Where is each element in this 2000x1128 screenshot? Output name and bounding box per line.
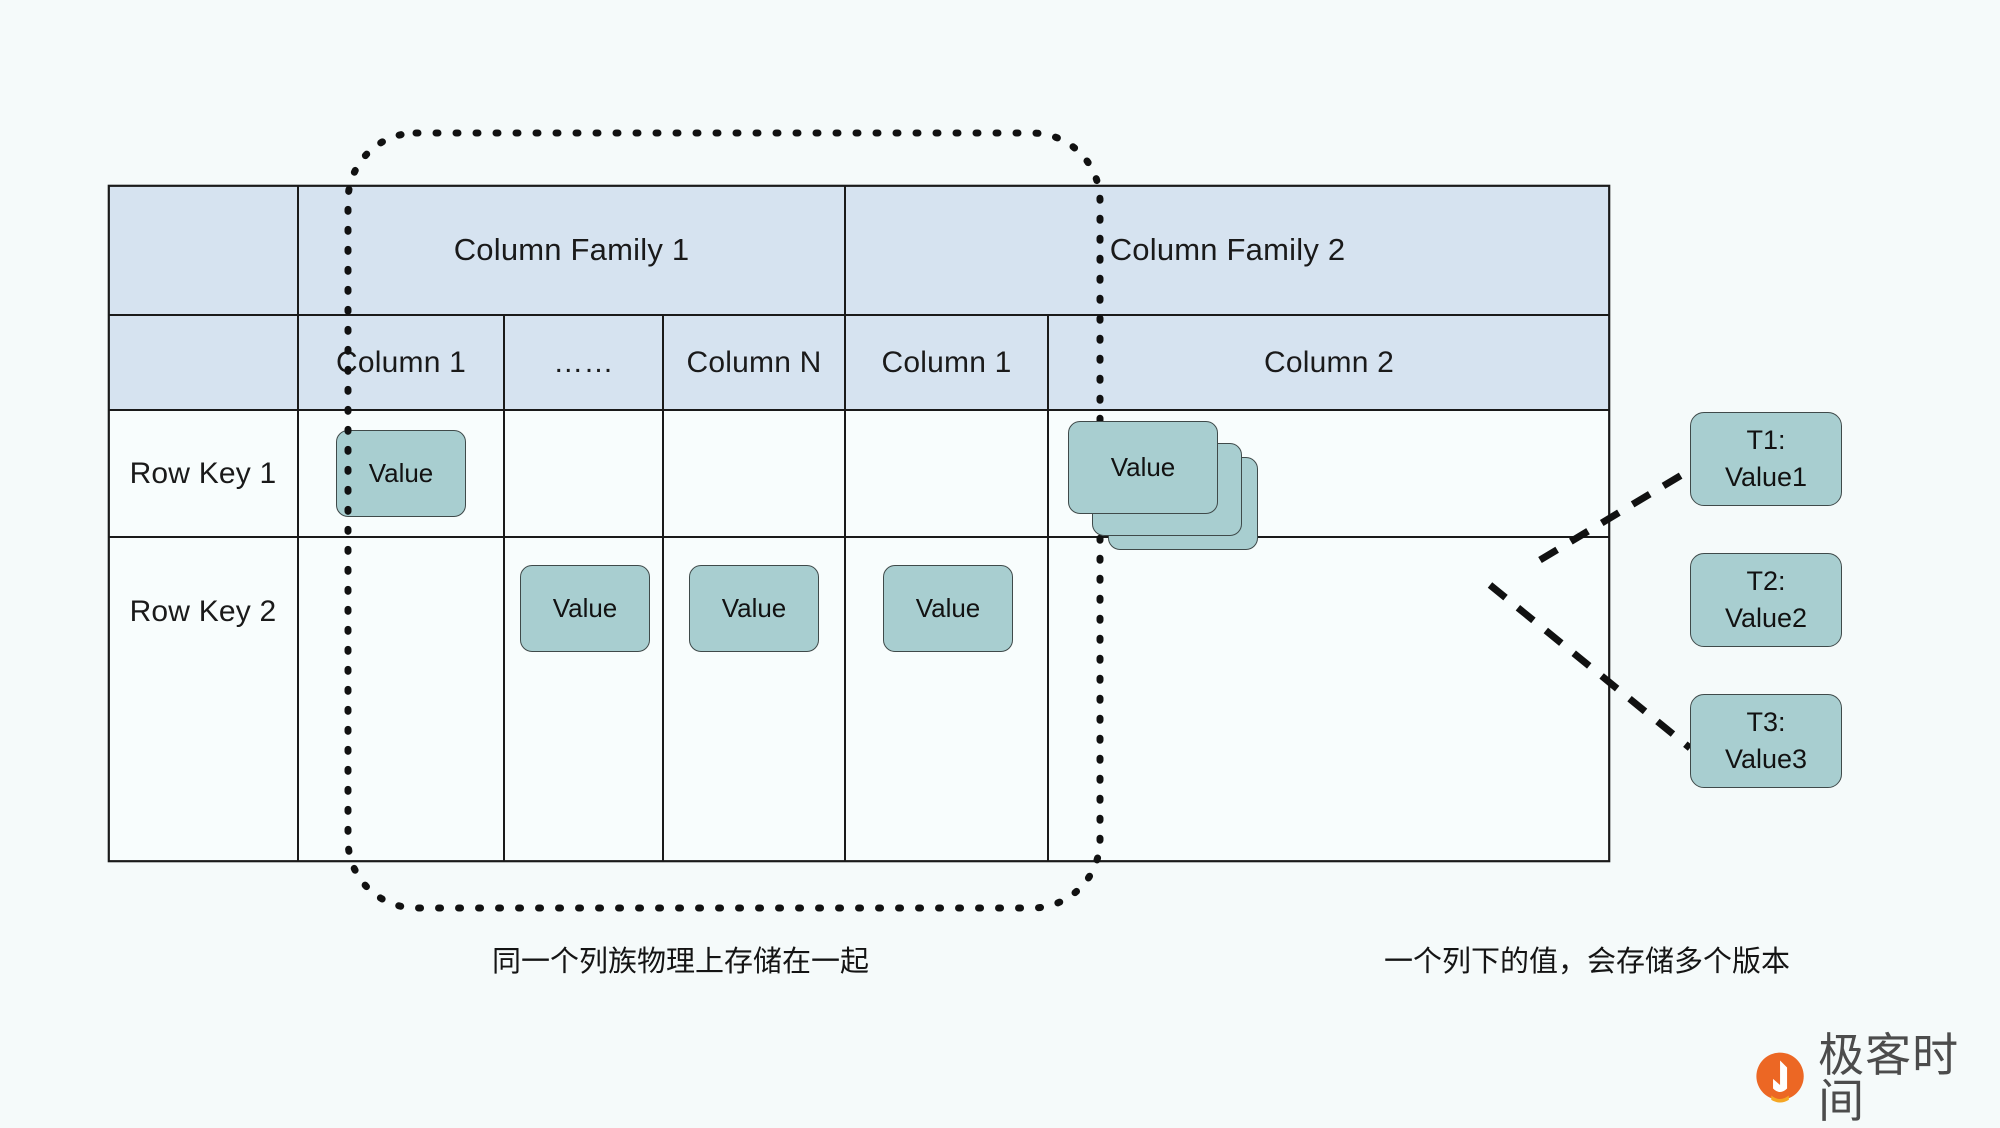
version-chip-t3-label: T3: — [1746, 706, 1786, 737]
value-chip-row2-cf2-col1[interactable]: Value — [883, 565, 1013, 652]
versions-caption: 一个列下的值，会存储多个版本 — [1384, 944, 1791, 978]
version-chip-t3-value: Value3 — [1724, 744, 1808, 774]
version-connector-t1 — [1538, 466, 1692, 564]
brand-name: 极客时间 — [1818, 1028, 1960, 1128]
version-connector-t3 — [1487, 582, 1693, 751]
brand-logo: 极客时间 — [1752, 1032, 2000, 1124]
value-chip-row2-cf1-ellipsis[interactable]: Value — [520, 565, 650, 652]
value-chip-row1-cf1-col1[interactable]: Value — [336, 430, 466, 517]
version-chip-t1-value: Value1 — [1724, 462, 1808, 492]
column-family-group-caption: 同一个列族物理上存储在一起 — [492, 944, 870, 978]
version-chip-t1-label: T1: — [1746, 424, 1786, 455]
column-family-1-group-outline — [344, 129, 1104, 912]
version-chip-t3[interactable]: T3: Value3 — [1690, 694, 1842, 788]
version-chip-t2-value: Value2 — [1724, 603, 1808, 633]
geekbang-logo-icon — [1756, 1052, 1804, 1103]
value-chip-row1-cf2-col2-version1[interactable]: Value — [1068, 421, 1218, 514]
version-chip-t1[interactable]: T1: Value1 — [1690, 412, 1842, 506]
version-chip-t2-label: T2: — [1746, 565, 1786, 596]
value-chip-row2-cf1-coln[interactable]: Value — [689, 565, 819, 652]
version-chip-t2[interactable]: T2: Value2 — [1690, 553, 1842, 647]
